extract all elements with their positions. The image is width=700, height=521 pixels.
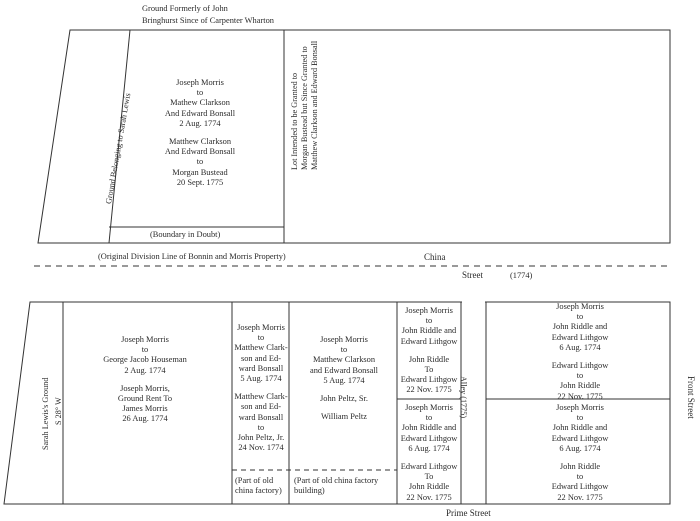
street-label: Street <box>462 270 483 280</box>
prime-street-label: Prime Street <box>446 508 491 518</box>
street-year-label: (1774) <box>510 271 533 280</box>
lot-intended-label: Lot Intended to be Granted to Morgan Bus… <box>290 40 319 170</box>
division-line-label: (Original Division Line of Bonnin and Mo… <box>98 252 286 261</box>
lot4-upper: Joseph Morris to John Riddle and Edward … <box>400 306 458 395</box>
bearing-label: S 28° W <box>54 397 63 425</box>
alley-label: Alley (1775) <box>459 376 468 419</box>
china-label: China <box>424 252 446 262</box>
boundary-in-doubt-label: (Boundary in Doubt) <box>150 230 221 239</box>
upper-lot-left-boundary <box>108 29 131 244</box>
header-line-2: Bringhurst Since of Carpenter Wharton <box>142 16 274 25</box>
lot5-upper: Joseph Morris to John Riddle and Edward … <box>551 302 609 401</box>
lot5-lower: Joseph Morris to John Riddle and Edward … <box>551 403 609 502</box>
header-line-1: Ground Formerly of John <box>142 4 228 13</box>
front-street-label: Front Street <box>686 376 696 419</box>
lot-clarkson-peltz-jr: Joseph Morris to Matthew Clark- son and … <box>234 323 288 453</box>
sarah-lewis-lower-label: Sarah Lewis's Ground <box>41 377 50 450</box>
lower-block-outline <box>3 301 671 505</box>
lot-clarkson-peltz: Joseph Morris to Matthew Clarkson and Ed… <box>310 335 378 422</box>
lot3-factory-note: (Part of old china factory building) <box>294 476 379 496</box>
lot-houseman: Joseph Morris to George Jacob Houseman 2… <box>103 335 187 424</box>
lot2-factory-note: (Part of old china factory) <box>235 476 282 496</box>
upper-block-outline <box>37 29 671 244</box>
deed-morris-to-clarkson: Joseph Morris to Mathew Clarkson And Edw… <box>164 78 236 187</box>
lot4-lower: Joseph Morris to John Riddle and Edward … <box>400 403 458 502</box>
